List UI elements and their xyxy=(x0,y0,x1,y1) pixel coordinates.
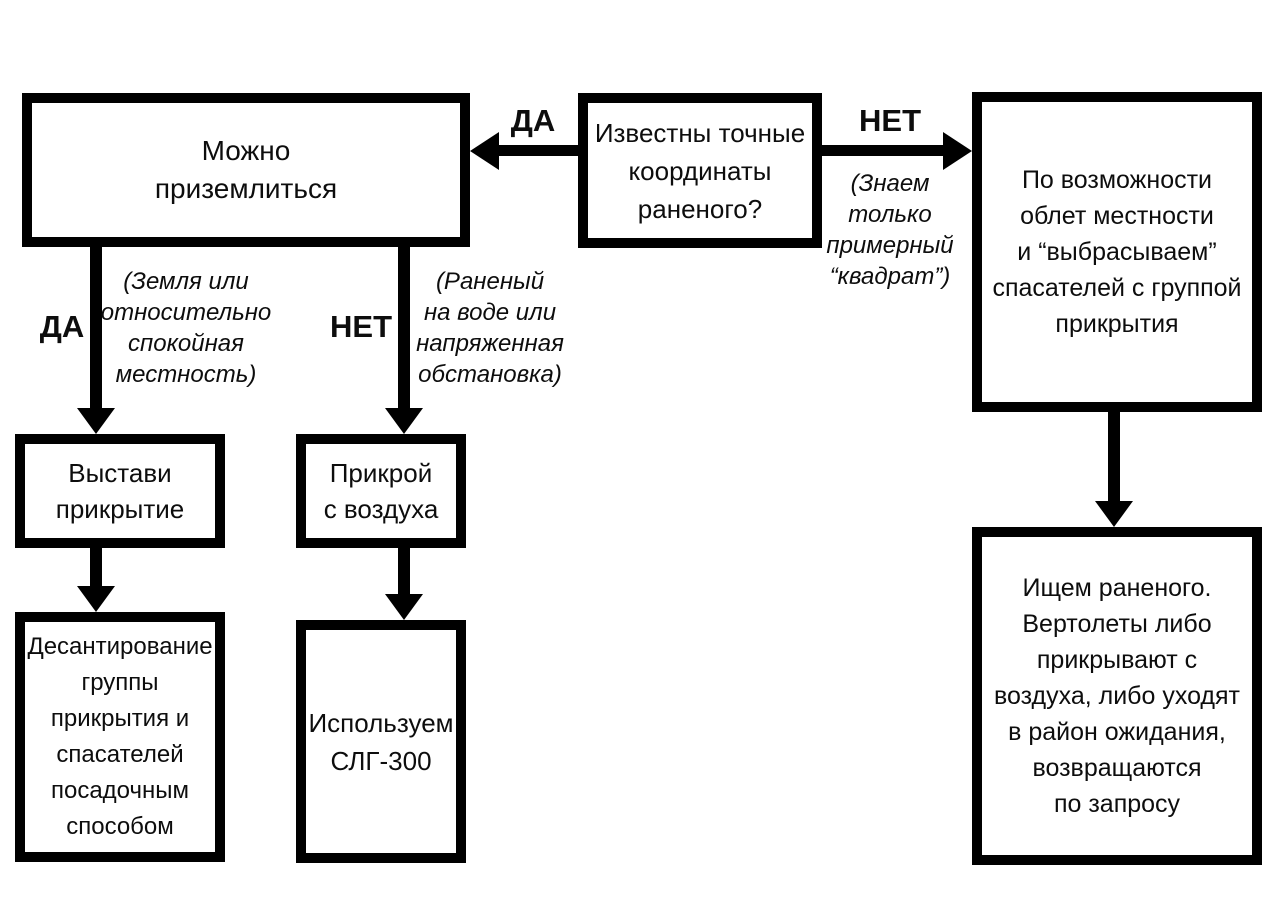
label-no-mid: НЕТ xyxy=(330,309,392,344)
node-set-cover: Выстави прикрытие xyxy=(15,434,225,548)
arrow-right-icon xyxy=(943,132,972,170)
connector-no-mid xyxy=(398,247,410,412)
node-search-wounded: Ищем раненого. Вертолеты либо прикрывают… xyxy=(972,527,1262,865)
arrow-down-icon xyxy=(385,408,423,434)
node-overfly-area: По возможности облет местности и “выбрас… xyxy=(972,92,1262,412)
label-yes-top: ДА xyxy=(510,103,556,138)
label-no-top: НЕТ xyxy=(859,103,921,138)
label-yes-left: ДА xyxy=(39,309,85,344)
node-cover-from-air: Прикрой с воздуха xyxy=(296,434,466,548)
node-use-slg300: Используем СЛГ-300 xyxy=(296,620,466,863)
arrow-down-icon xyxy=(1095,501,1133,527)
connector-overfly-search xyxy=(1108,412,1120,504)
connector-no-top xyxy=(822,145,946,156)
arrow-down-icon xyxy=(77,586,115,612)
arrow-down-icon xyxy=(77,408,115,434)
connector-setcover-landing xyxy=(90,548,102,590)
note-wounded-on-water: (Раненый на воде или напряженная обстано… xyxy=(416,268,564,388)
connector-yes-top xyxy=(498,145,578,156)
note-calm-terrain: (Земля или относительно спокойная местно… xyxy=(100,268,272,388)
arrow-left-icon xyxy=(470,132,499,170)
node-landing-party: Десантирование группы прикрытия и спасат… xyxy=(15,612,225,862)
note-approx-square: (Знаем только примерный “квадрат”) xyxy=(826,170,954,290)
arrow-down-icon xyxy=(385,594,423,620)
node-can-land: Можно приземлиться xyxy=(22,93,470,247)
node-coords-known: Известны точные координаты раненого? xyxy=(578,93,822,248)
connector-coverair-slg300 xyxy=(398,548,410,596)
connector-yes-left xyxy=(90,247,102,412)
